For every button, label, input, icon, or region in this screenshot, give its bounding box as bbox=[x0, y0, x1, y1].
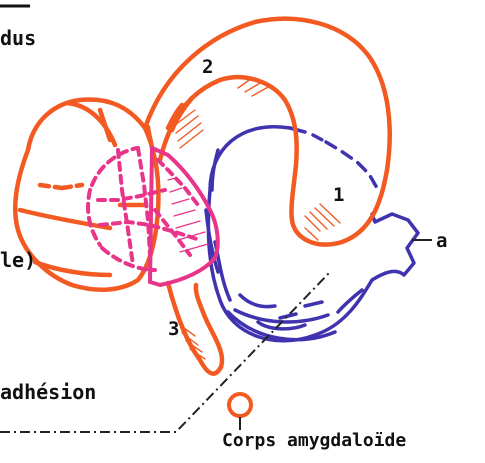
label-top-left: dus bbox=[0, 28, 36, 48]
label-corps-amygdaloide: Corps amygdaloïde bbox=[222, 432, 406, 450]
label-number-3: 3 bbox=[168, 320, 179, 339]
label-number-1: 1 bbox=[333, 186, 344, 205]
adhesion-leader-line bbox=[0, 272, 330, 432]
amygdala-circle bbox=[229, 394, 251, 416]
label-left-middle: le) bbox=[0, 250, 36, 270]
label-number-2: 2 bbox=[202, 58, 213, 77]
label-adhesion: adhésion bbox=[0, 382, 96, 402]
pink-internal-structure bbox=[88, 148, 218, 285]
label-letter-a: a bbox=[436, 232, 447, 251]
